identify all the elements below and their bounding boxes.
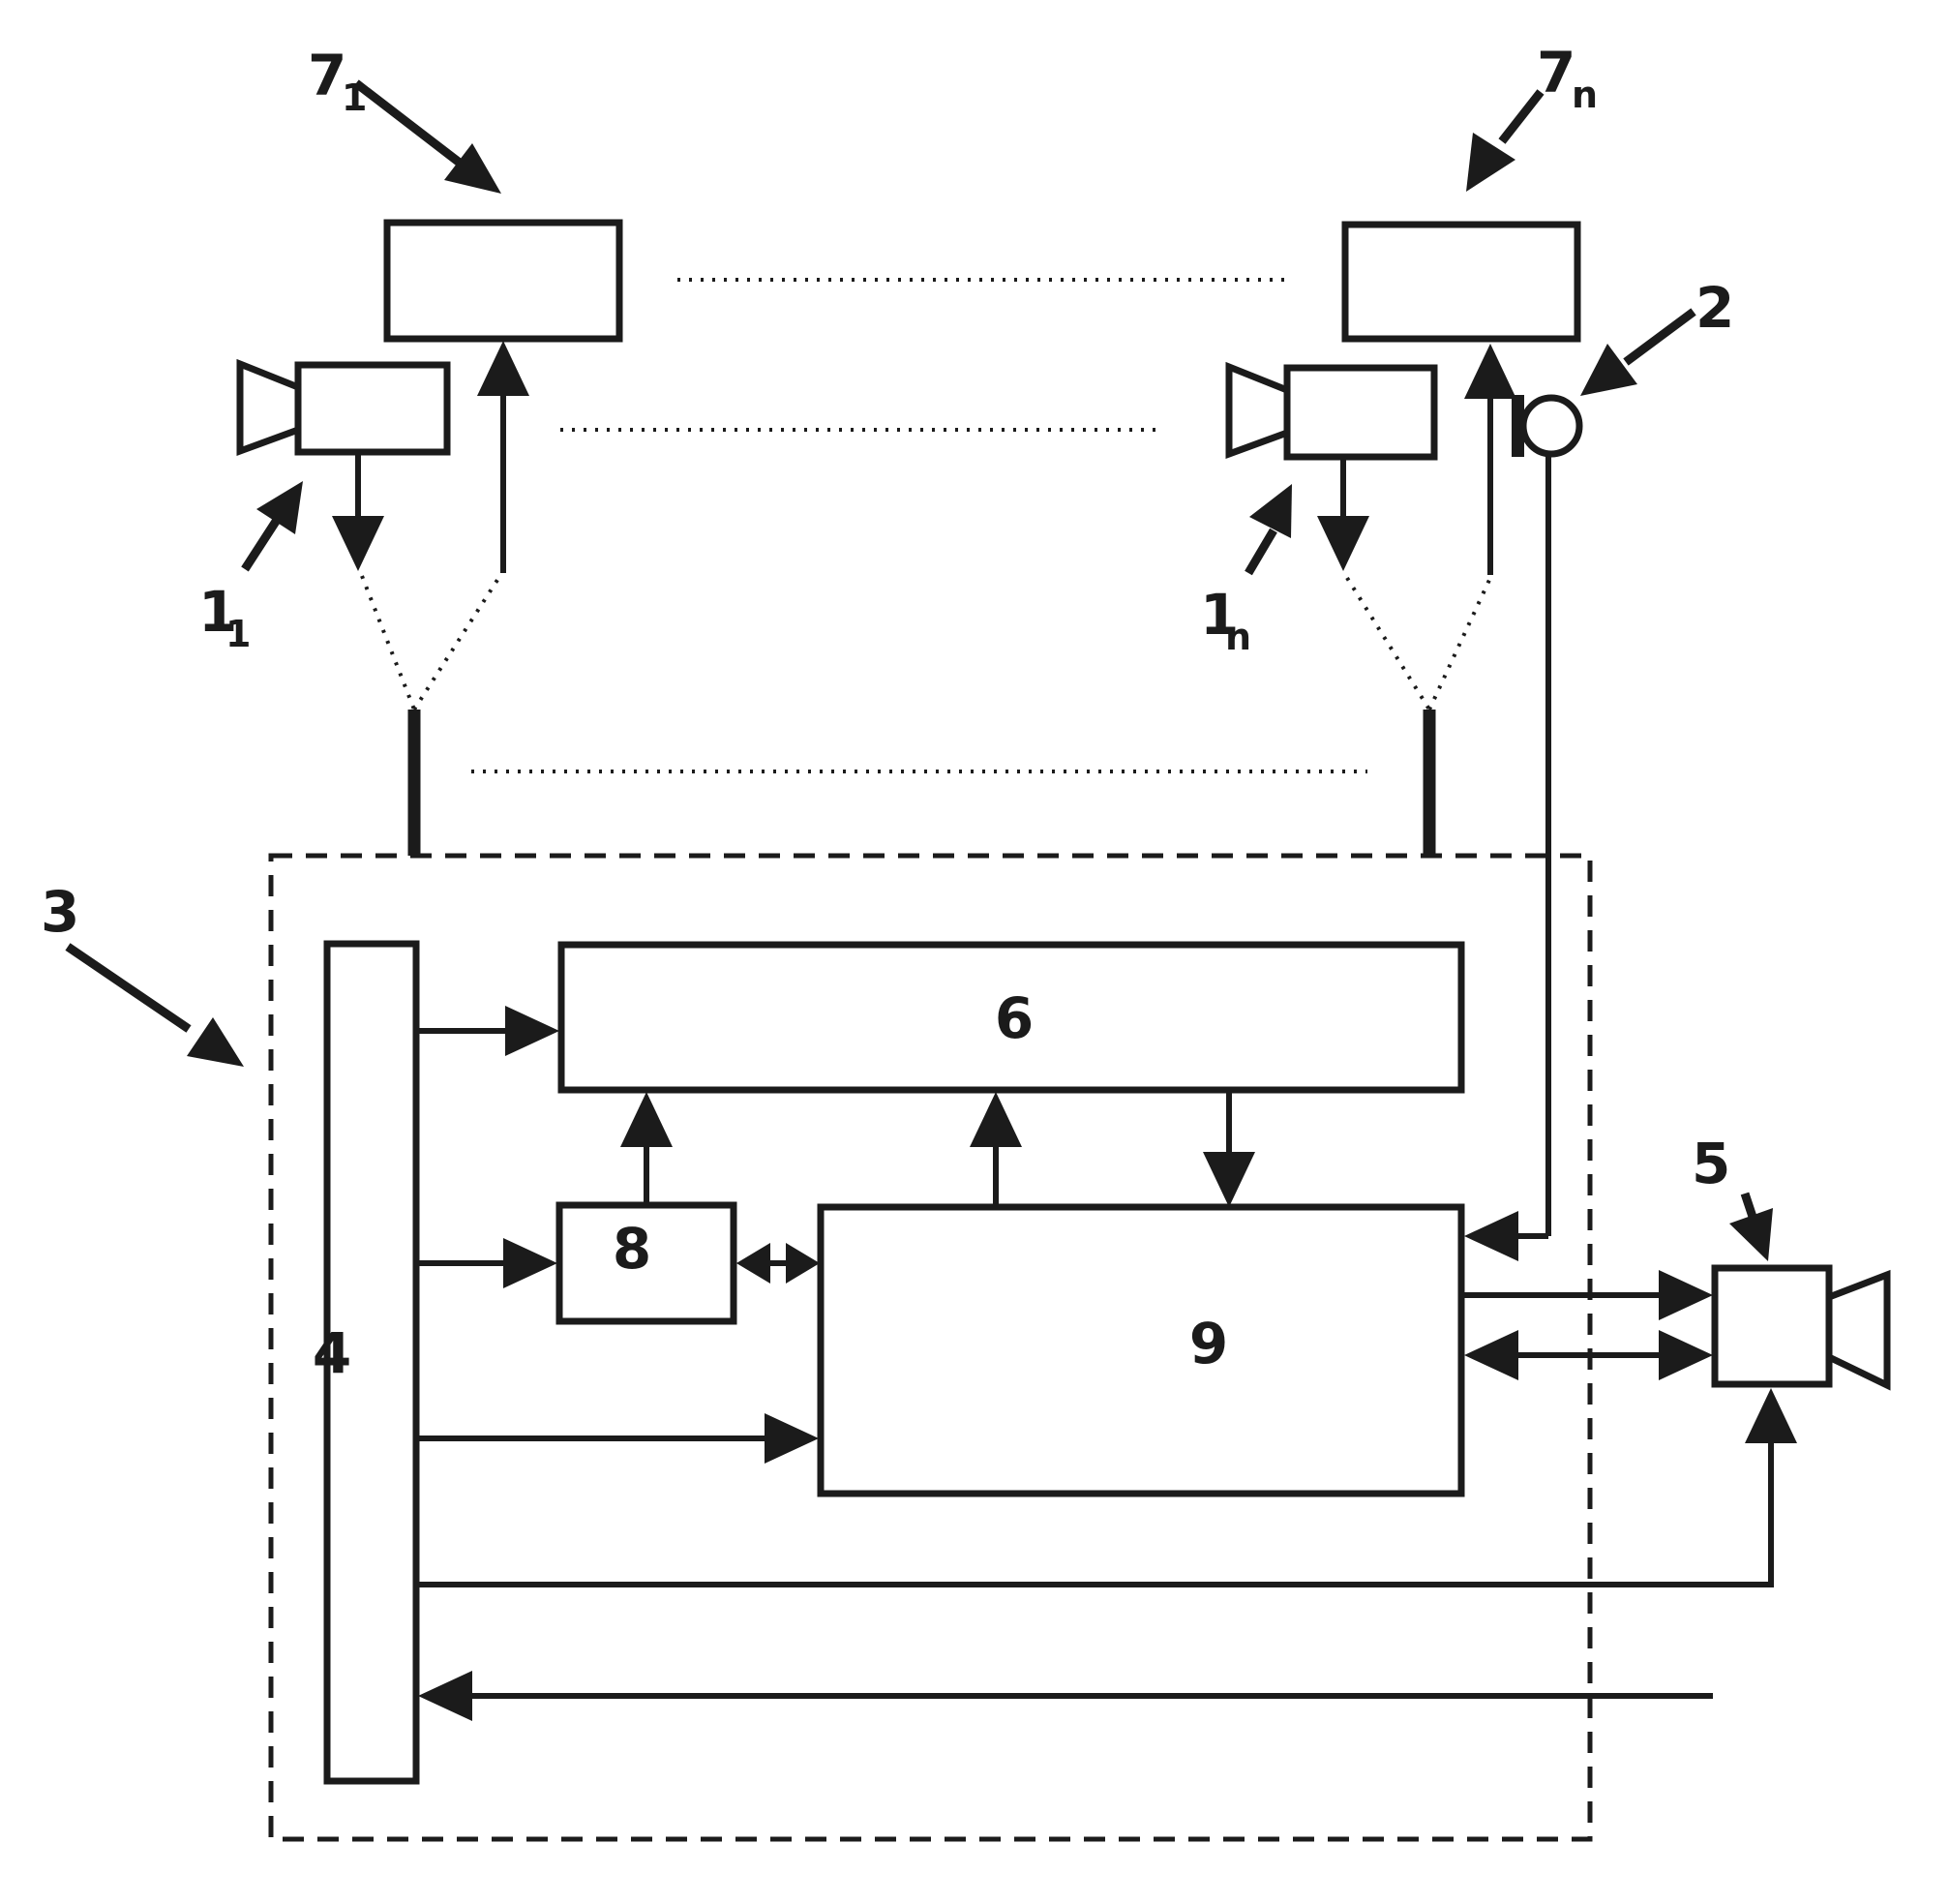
label-5: 5: [1692, 1131, 1730, 1196]
leader-line-1-n: [1245, 528, 1277, 576]
connection-6-to-9: [1203, 1090, 1255, 1207]
leader-arrowhead-1-1: [256, 481, 303, 534]
connection-8-and-9: [736, 1243, 820, 1284]
connection-9-and-5: [1464, 1330, 1713, 1380]
leader-arrowhead-7-n: [1466, 133, 1515, 192]
camera-1-1-body: [294, 361, 451, 456]
block-8-unit: 8: [555, 1201, 737, 1325]
arrowhead-into-8: [736, 1243, 770, 1284]
microphone-icon: [1519, 394, 1583, 458]
arrowhead-4-to-8: [503, 1238, 557, 1288]
label-3: 3: [41, 879, 79, 945]
arrowhead-9-to-5: [1659, 1270, 1713, 1320]
label-1-n-main: 1: [1200, 582, 1239, 648]
arrowhead-4-to-6: [505, 1006, 559, 1056]
display-box-7-1: [383, 219, 623, 343]
leader-arrowhead-3: [187, 1017, 244, 1067]
camera-1-n-lens-icon: [1225, 361, 1291, 460]
camera-1-1-output-arrowhead: [332, 516, 384, 571]
display-box-7-n: [1341, 221, 1581, 343]
dotted-junction-right-b: [1427, 577, 1492, 710]
microphone-unit: 2: [1464, 275, 1734, 1261]
label-6: 6: [995, 985, 1034, 1051]
leader-line-1-1: [241, 514, 283, 572]
block-6: [557, 941, 1465, 1094]
label-9: 9: [1189, 1311, 1228, 1376]
arrowhead-into-9-left: [786, 1243, 820, 1284]
display-unit-left: 7 1: [308, 43, 623, 573]
camera-unit-left: 1 1: [198, 358, 501, 856]
arrowhead-into-7-1: [477, 341, 529, 396]
dotted-junction-left-a: [360, 575, 416, 710]
arrowhead-return-to-4: [418, 1671, 472, 1721]
system-boundary-box-3: [268, 853, 1593, 1842]
label-1-n-sub: n: [1225, 616, 1251, 658]
camera-5-lens-icon: [1825, 1269, 1891, 1391]
label-2: 2: [1695, 275, 1734, 341]
connection-8-to-6: [620, 1092, 673, 1205]
arrowhead-4-to-9: [765, 1413, 819, 1464]
connection-4-to-9: [416, 1413, 819, 1464]
leader-line-7-n: [1498, 89, 1545, 144]
label-7-n-sub: n: [1572, 74, 1598, 116]
label-7-1-main: 7: [308, 43, 346, 108]
leader-line-3: [65, 943, 192, 1033]
connection-4-to-8: [416, 1238, 557, 1288]
leader-arrowhead-7-1: [444, 143, 501, 194]
arrowhead-into-7-n: [1464, 344, 1516, 399]
arrowhead-9-to-6: [970, 1092, 1022, 1147]
block-4: [323, 940, 420, 1785]
label-1-1-sub: 1: [225, 613, 251, 655]
label-7-1-sub: 1: [342, 76, 367, 119]
camera-5-body: [1711, 1264, 1833, 1388]
connection-9-to-6: [970, 1092, 1022, 1207]
arrowhead-into-5-left: [1659, 1330, 1713, 1380]
arrowhead-mic-into-9: [1464, 1211, 1518, 1261]
line-4-to-5: [416, 1439, 1774, 1587]
arrowhead-4-to-5: [1745, 1388, 1797, 1443]
camera-1-1-lens-icon: [236, 358, 302, 457]
arrowhead-into-9-right: [1464, 1330, 1518, 1380]
connection-9-to-5: [1461, 1270, 1713, 1320]
block-4-unit: 4: [313, 940, 420, 1785]
arrowhead-8-to-6: [620, 1092, 673, 1147]
camera-1-n-output-arrowhead: [1317, 516, 1369, 571]
label-4: 4: [313, 1320, 351, 1386]
leader-line-7-1: [353, 79, 467, 170]
arrowhead-6-to-9: [1203, 1152, 1255, 1207]
dotted-junction-right-a: [1345, 576, 1431, 711]
label-1-1-main: 1: [198, 579, 237, 645]
block-9: [817, 1203, 1465, 1497]
leader-arrowhead-5: [1729, 1208, 1773, 1261]
leader-line-2: [1623, 308, 1696, 366]
camera-1-n-body: [1283, 364, 1438, 461]
block-6-unit: 6: [557, 941, 1465, 1094]
dotted-junction-left-b: [412, 575, 501, 711]
connection-4-to-6: [416, 1006, 559, 1056]
camera-unit-output: 5: [1692, 1131, 1891, 1391]
leader-arrowhead-1-n: [1249, 484, 1292, 538]
leader-arrowhead-2: [1580, 344, 1637, 396]
label-8: 8: [613, 1216, 651, 1282]
connection-4-to-5: [416, 1388, 1797, 1587]
display-unit-right: 7 n: [1341, 40, 1598, 575]
block-9-unit: 9: [817, 1203, 1465, 1497]
microphone-bar-icon: [1512, 395, 1524, 457]
camera-unit-right: 1 n: [1200, 361, 1492, 858]
connection-return-to-4: [418, 1671, 1713, 1721]
